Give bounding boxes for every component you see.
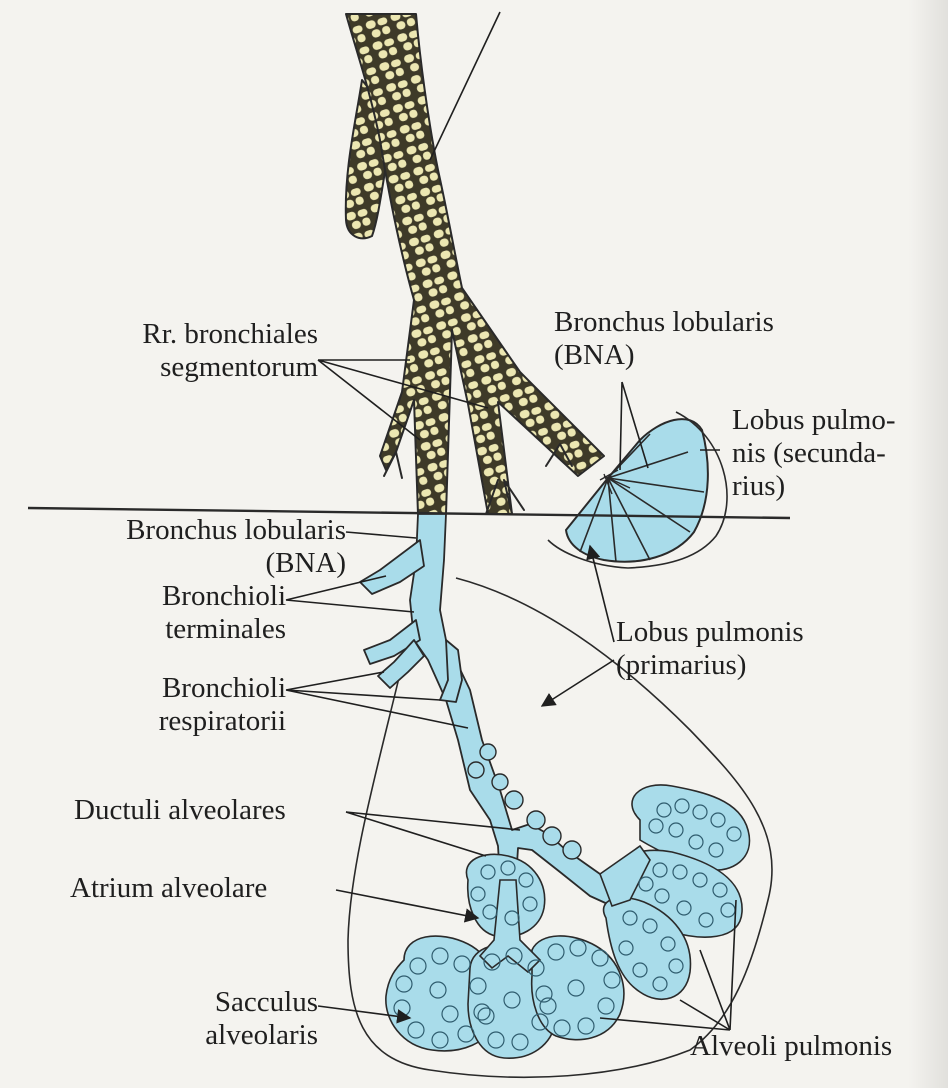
airway-tree — [360, 514, 620, 906]
label-line: terminales — [90, 613, 286, 646]
page-edge-shadow — [908, 0, 948, 1088]
leader-top-diagonal — [430, 12, 500, 160]
label-bronchus-lobularis-top: Bronchus lobularis (BNA) — [554, 306, 840, 372]
label-line: alveolaris — [160, 1019, 318, 1052]
label-line: segmentorum — [70, 351, 318, 384]
label-line: Rr. bronchiales — [70, 318, 318, 351]
label-bronchioli-respiratorii: Bronchioli respiratorii — [90, 672, 286, 738]
leader-bronchus-lobularis-left — [346, 532, 416, 538]
label-atrium-alveolare: Atrium alveolare — [70, 872, 267, 905]
leader-atrium-alveolare — [336, 890, 478, 918]
alveolar-sacs — [386, 785, 750, 1058]
label-bronchioli-terminales: Bronchioli terminales — [90, 580, 286, 646]
label-line: Lobus pulmonis — [616, 616, 916, 649]
label-ductuli-alveolares: Ductuli alveolares — [74, 794, 286, 827]
label-line: respiratorii — [90, 705, 286, 738]
label-line: Bronchioli — [90, 580, 286, 613]
label-lobus-primarius: Lobus pulmonis (primarius) — [616, 616, 916, 682]
label-line: Bronchus lobularis — [554, 306, 840, 339]
label-line: Ductuli alveolares — [74, 794, 286, 827]
label-sacculus-alveolaris: Sacculus alveolaris — [160, 986, 318, 1052]
label-alveoli-pulmonis: Alveoli pulmonis — [690, 1030, 892, 1063]
label-line: Bronchioli — [90, 672, 286, 705]
upper-bronchi — [346, 14, 604, 514]
label-line: (primarius) — [616, 649, 916, 682]
label-rr-bronchiales: Rr. bronchiales segmentorum — [70, 318, 318, 384]
label-line: (BNA) — [554, 339, 840, 372]
label-line: Sacculus — [160, 986, 318, 1019]
label-bronchus-lobularis-left: Bronchus lobularis (BNA) — [40, 514, 346, 580]
label-line: Bronchus lobularis — [40, 514, 346, 547]
bronchus-main-trunk — [346, 14, 604, 514]
label-line: Atrium alveolare — [70, 872, 267, 905]
label-line: (BNA) — [40, 547, 346, 580]
bronchiolus-main — [410, 514, 620, 906]
leader-lobus-primarius — [542, 660, 614, 706]
label-line: Alveoli pulmonis — [690, 1030, 892, 1063]
